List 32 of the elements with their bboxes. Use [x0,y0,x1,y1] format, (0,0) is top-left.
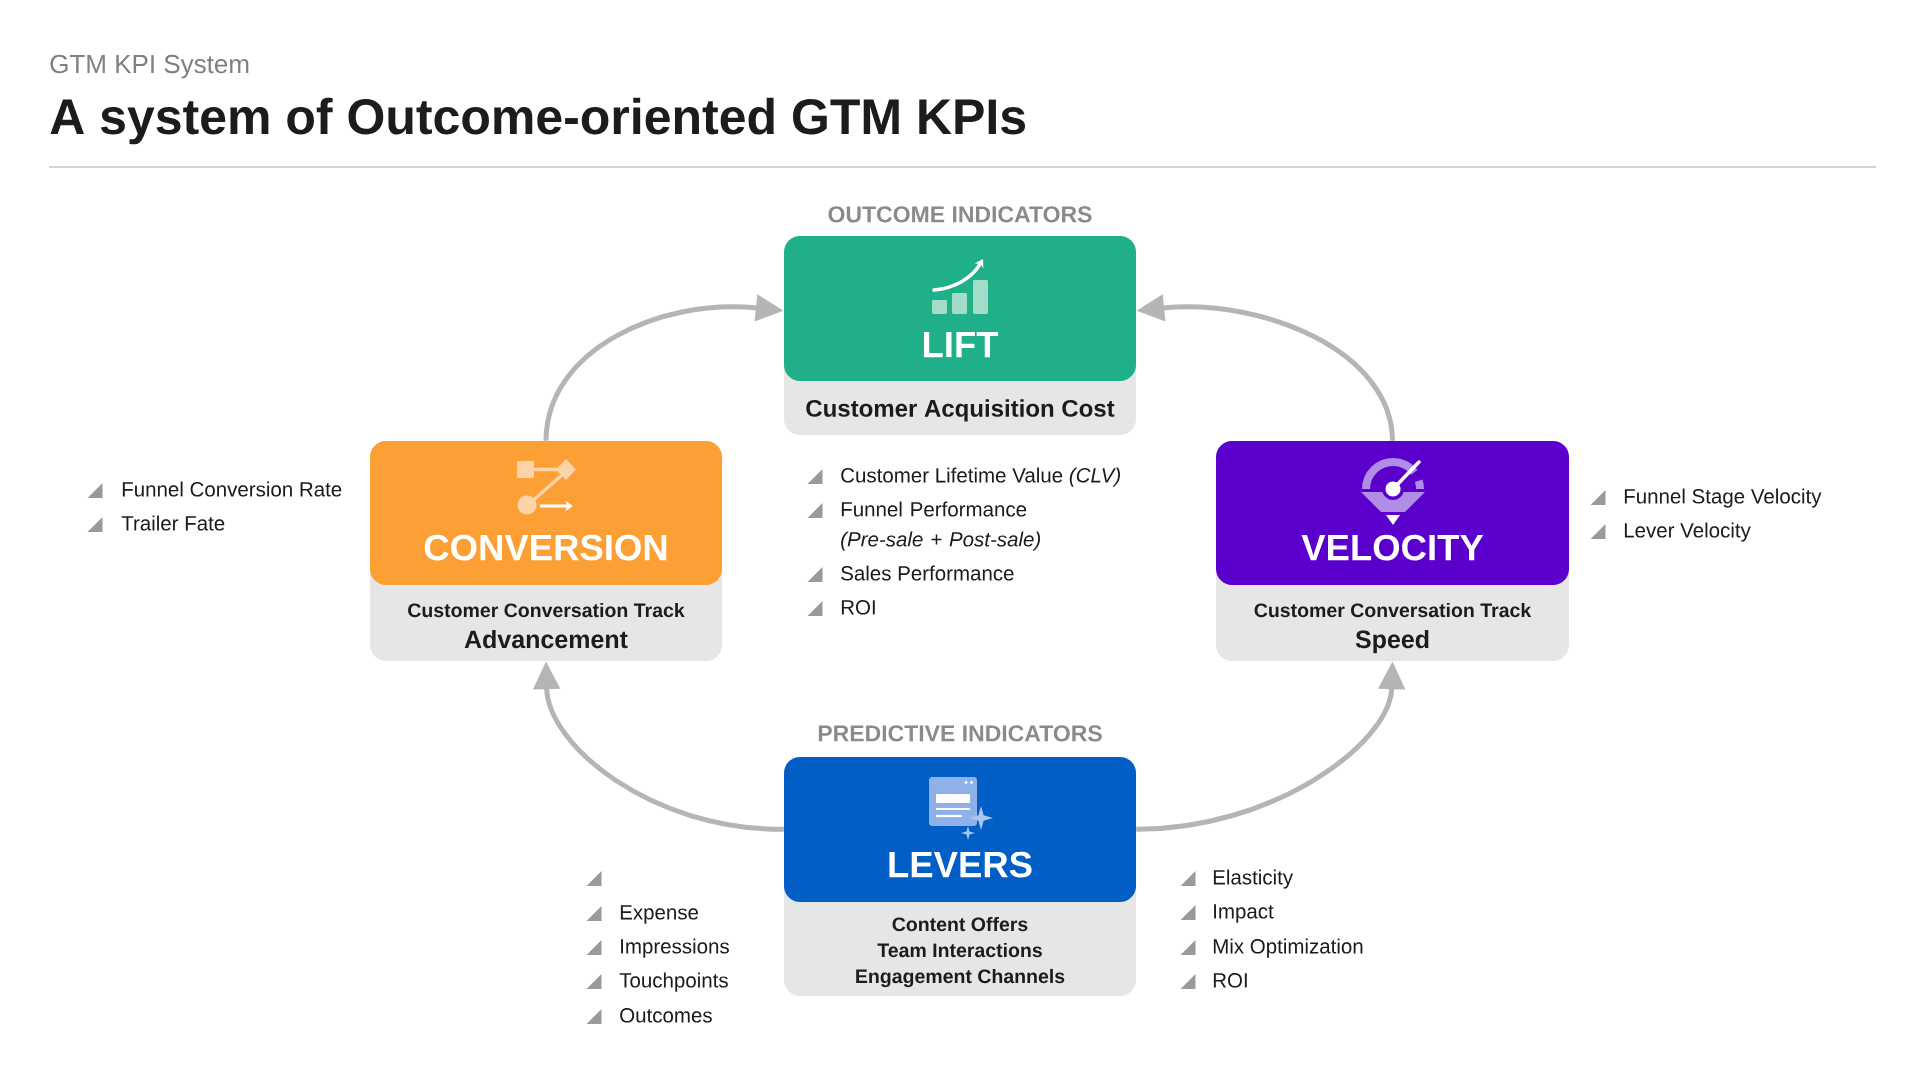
card-header: VELOCITY [1216,441,1569,585]
list-item: Trailer Fate [121,515,225,531]
list-item: Funnel Stage Velocity [1624,488,1822,508]
title: A system of Outcome-oriented GTM KPIs [50,97,1026,145]
list-item: Funnel Performance (Pre-sale + Post-sale) [841,501,1041,551]
card-subtitle: Advancement [464,629,628,649]
card-subtitle: Customer Conversation Track [1254,602,1532,618]
list-item: Customer Lifetime Value (CLV) [841,467,1120,487]
card-header: LEVERS [784,757,1136,902]
card-subtitle: Customer Conversation Track [408,602,685,618]
list-item: Sales Performance [841,565,1014,581]
list-item: Impact [1214,904,1274,923]
list-item: ROI [1213,973,1247,988]
card-subtitle: Engagement Channels [856,968,1065,988]
list-item: Touchpoints [619,972,728,992]
card-subtitle: Speed [1355,629,1429,654]
card-subtitle: Customer Acquisition Cost [806,399,1115,422]
list-item: Expense [620,905,699,924]
list-item: Elasticity [1213,869,1294,889]
card-header: LIFT [784,236,1136,381]
card-subtitle: Team Interactions [877,942,1042,958]
section-heading: OUTCOME INDICATORS [828,206,1092,223]
card-subtitle: Content Offers [892,916,1028,932]
list-item: Lever Velocity [1624,522,1751,542]
kicker-text: GTM KPI System [50,54,249,79]
list-item: Outcomes [620,1008,712,1023]
section-heading: PREDICTIVE INDICATORS [818,725,1102,742]
card-header: CONVERSION [370,441,722,585]
list-item: ROI [841,600,875,615]
list-item: Funnel Conversion Rate [122,481,342,497]
list-item: Impressions [621,938,729,958]
list-item: Mix Optimization [1213,938,1363,958]
